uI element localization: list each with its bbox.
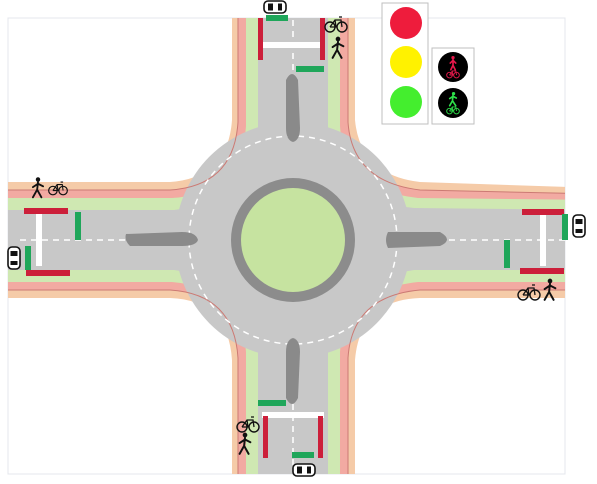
zebra-crossings bbox=[36, 42, 546, 418]
stop-bar-red bbox=[258, 18, 263, 60]
stop-bar-red bbox=[520, 268, 564, 274]
stop-bar-red bbox=[26, 270, 70, 276]
traffic-light-icon bbox=[381, 2, 429, 125]
stop-lines-north bbox=[258, 15, 325, 72]
stop-bar-red bbox=[318, 416, 323, 458]
pedestrian-cycle-signal-icon bbox=[431, 47, 475, 125]
stop-lines-east bbox=[504, 209, 568, 274]
splitter-island-south bbox=[286, 338, 300, 404]
splitter-island-west bbox=[125, 232, 198, 246]
pedestrian-icon bbox=[448, 91, 458, 107]
stop-bar-green bbox=[258, 400, 286, 406]
splitter-islands bbox=[125, 74, 447, 404]
signal-yellow-lamp bbox=[390, 46, 422, 78]
pedestrian-icon bbox=[449, 55, 457, 71]
stop-bar-green bbox=[25, 246, 31, 270]
stop-bar-red bbox=[522, 209, 564, 215]
stop-bar-green bbox=[562, 214, 568, 240]
stop-bar-red bbox=[320, 18, 325, 60]
stop-lines-west bbox=[24, 208, 81, 276]
car-icon bbox=[7, 246, 21, 270]
stop-bar-green bbox=[504, 240, 510, 268]
stop-bar-green bbox=[296, 66, 324, 72]
stop-bar-green bbox=[266, 15, 288, 21]
stop-bar-red bbox=[24, 208, 68, 214]
central-island bbox=[241, 188, 345, 292]
car-icon bbox=[292, 463, 316, 477]
car-icon bbox=[263, 0, 287, 14]
splitter-island-east bbox=[386, 232, 447, 248]
signal-green-lamp bbox=[390, 86, 422, 118]
stop-bar-green bbox=[75, 212, 81, 240]
stop-bar-red bbox=[263, 416, 268, 458]
splitter-island-north bbox=[286, 74, 300, 142]
stop-bar-green bbox=[292, 452, 314, 458]
signal-red-lamp bbox=[390, 7, 422, 39]
car-icon bbox=[572, 214, 586, 238]
stop-lines-south bbox=[258, 400, 323, 458]
